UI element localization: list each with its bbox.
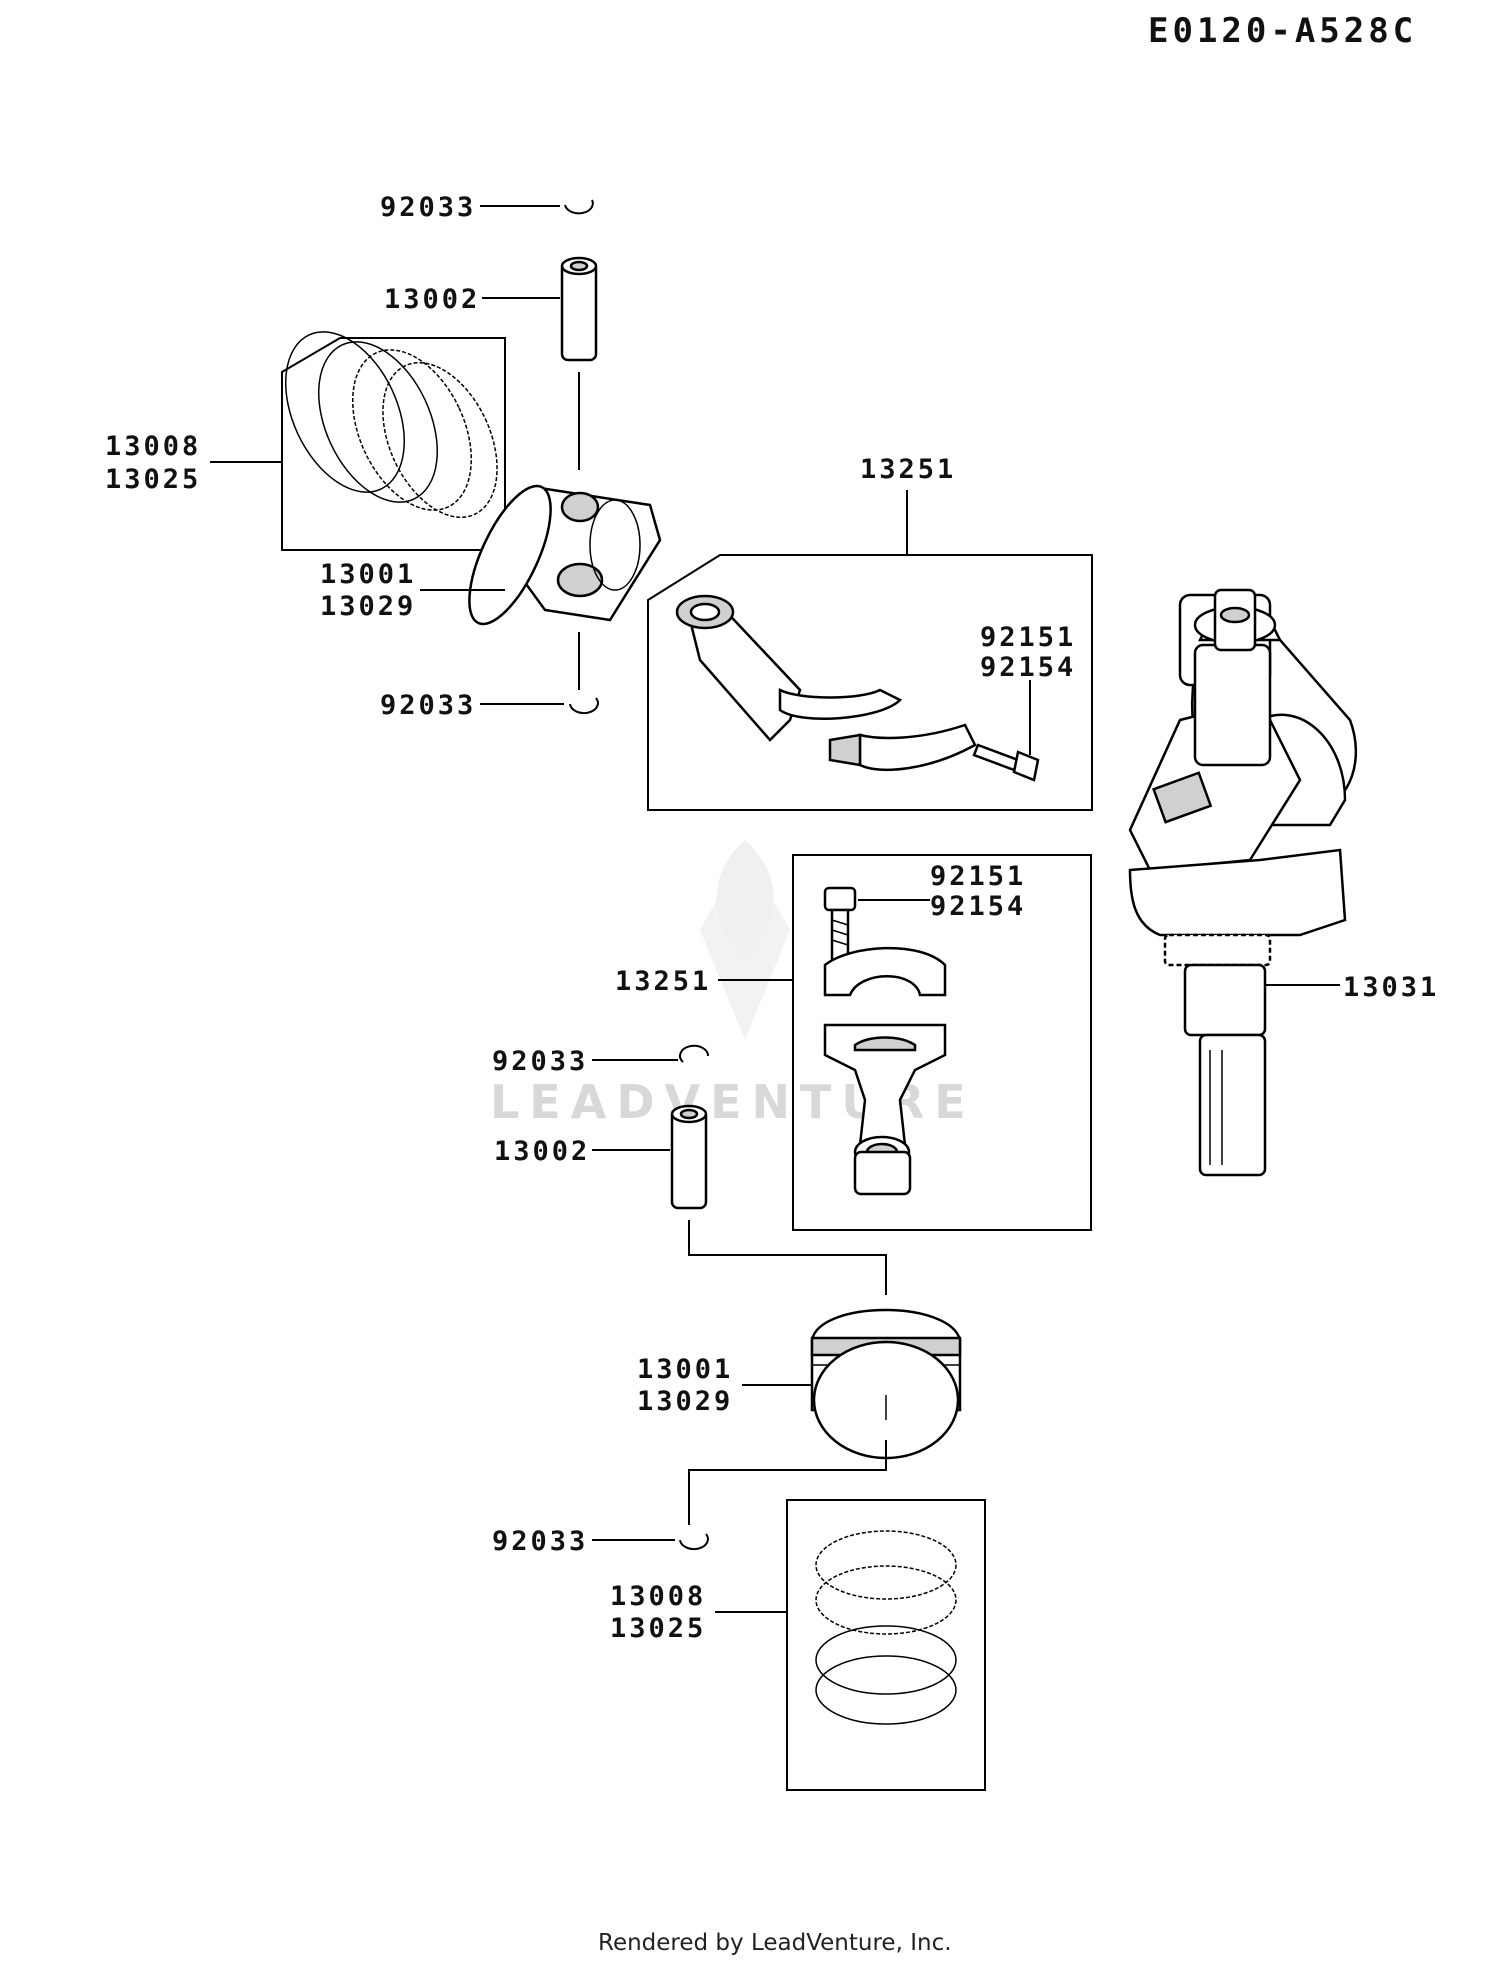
piston-pin-bottom[interactable] [670, 1104, 708, 1210]
label-92151-top: 92151 [980, 622, 1076, 653]
snap-ring-top-2[interactable] [569, 697, 599, 715]
rod-bolt-bottom[interactable] [823, 886, 857, 962]
label-13251-top: 13251 [860, 454, 956, 485]
snap-ring-bottom-1[interactable] [679, 1044, 710, 1063]
connecting-rod-top[interactable] [675, 594, 977, 772]
rod-bolt-top[interactable] [972, 743, 1040, 782]
crankshaft[interactable] [1128, 588, 1358, 1177]
label-92033-bot-2: 92033 [492, 1526, 588, 1557]
label-13029-top: 13029 [320, 591, 416, 622]
leadventure-logo-icon [700, 840, 790, 1040]
footer-credit: Rendered by LeadVenture, Inc. [598, 1930, 952, 1956]
connecting-rod-bottom[interactable] [823, 946, 947, 1196]
label-13001-bot: 13001 [637, 1354, 733, 1385]
snap-ring-bottom-2[interactable] [679, 1533, 709, 1551]
label-13008-top: 13008 [105, 431, 201, 462]
label-92151-bot: 92151 [930, 861, 1026, 892]
label-92154-top: 92154 [980, 652, 1076, 683]
piston-rings-top[interactable] [262, 313, 520, 535]
label-13025-top: 13025 [105, 464, 201, 495]
label-13029-bot: 13029 [637, 1386, 733, 1417]
label-92154-bot: 92154 [930, 891, 1026, 922]
label-13002-bot: 13002 [494, 1136, 590, 1167]
label-92033-top-1: 92033 [380, 192, 476, 223]
piston-top[interactable] [453, 475, 662, 635]
label-13251-bot: 13251 [615, 966, 711, 997]
piston-pin-top[interactable] [560, 256, 598, 362]
label-13031: 13031 [1343, 972, 1439, 1003]
diagram-code: E0120-A528C [1148, 11, 1417, 51]
piston-rings-bottom[interactable] [815, 1530, 957, 1725]
label-13002-top: 13002 [384, 284, 480, 315]
piston-bottom[interactable] [810, 1308, 962, 1460]
label-13001-top: 13001 [320, 559, 416, 590]
snap-ring-top-1[interactable] [564, 199, 594, 215]
label-92033-top-2: 92033 [380, 690, 476, 721]
label-13025-bot: 13025 [610, 1613, 706, 1644]
label-92033-bot-1: 92033 [492, 1046, 588, 1077]
label-13008-bot: 13008 [610, 1581, 706, 1612]
